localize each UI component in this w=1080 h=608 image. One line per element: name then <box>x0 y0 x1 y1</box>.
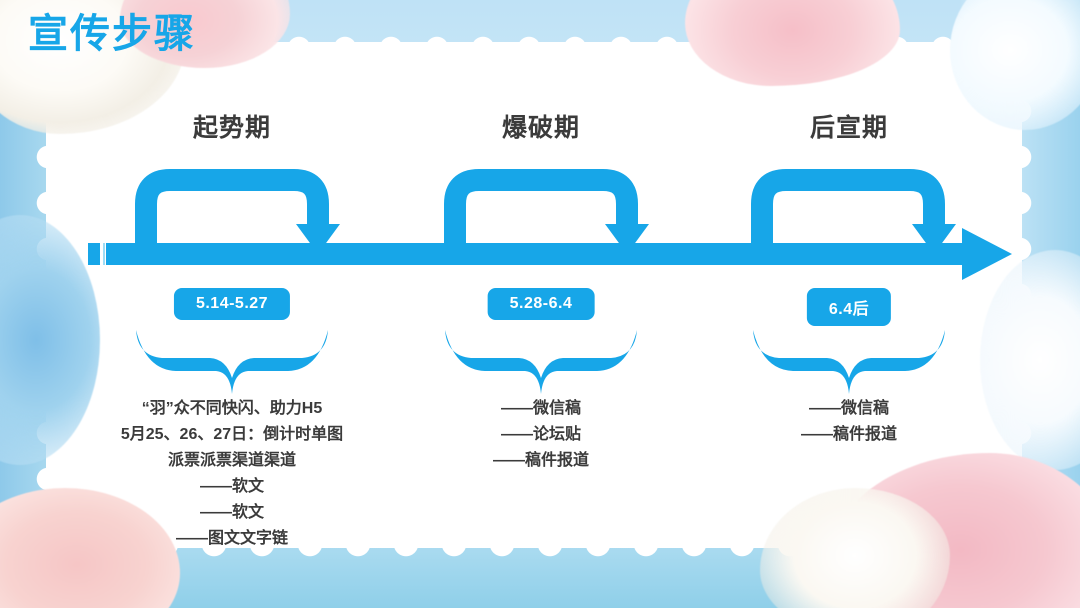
note-line: ——微信稿 <box>500 400 582 417</box>
note-line: ——软文 <box>199 504 265 521</box>
note-line: ——软文 <box>199 478 265 495</box>
note-line: ——论坛贴 <box>500 426 582 443</box>
stage-loop-arrow-3 <box>762 180 956 254</box>
stage-brace-2 <box>445 330 637 394</box>
stage-heading-1: 起势期 <box>192 114 272 142</box>
axis-bar <box>106 243 966 265</box>
stage-heading-2: 爆破期 <box>501 114 581 142</box>
page-title: 宣传步骤 <box>28 12 196 56</box>
note-line: 派票派票渠道渠道 <box>167 452 297 469</box>
stage-brace-1 <box>136 330 328 394</box>
note-line: ——稿件报道 <box>800 426 898 443</box>
stage-notes-2: ——微信稿 ——论坛贴 ——稿件报道 <box>493 396 589 474</box>
note-line: “羽”众不同快闪、助力H5 <box>141 400 323 417</box>
stage-heading-3: 后宣期 <box>809 114 889 142</box>
date-badge-1[interactable]: 5.14-5.27 <box>173 288 291 320</box>
stage-notes-1: “羽”众不同快闪、助力H5 5月25、26、27日：倒计时单图 派票派票渠道渠道… <box>121 396 343 552</box>
axis-arrow-head <box>962 228 1012 280</box>
stage-notes-3: ——微信稿 ——稿件报道 <box>801 396 897 448</box>
note-line: 5月25、26、27日：倒计时单图 <box>120 426 344 443</box>
date-badge-2[interactable]: 5.28-6.4 <box>487 288 595 320</box>
axis-start-gap <box>103 243 105 265</box>
stage-loop-arrow-2 <box>455 180 649 254</box>
stage-loop-arrow-1 <box>146 180 340 254</box>
note-line: ——微信稿 <box>808 400 890 417</box>
stage-brace-3 <box>753 330 945 394</box>
date-badge-3[interactable]: 6.4后 <box>806 288 892 326</box>
timeline-graphics <box>88 0 1012 394</box>
axis-start-tick <box>88 243 100 265</box>
note-line: ——图文文字链 <box>175 530 289 547</box>
note-line: ——稿件报道 <box>492 452 590 469</box>
